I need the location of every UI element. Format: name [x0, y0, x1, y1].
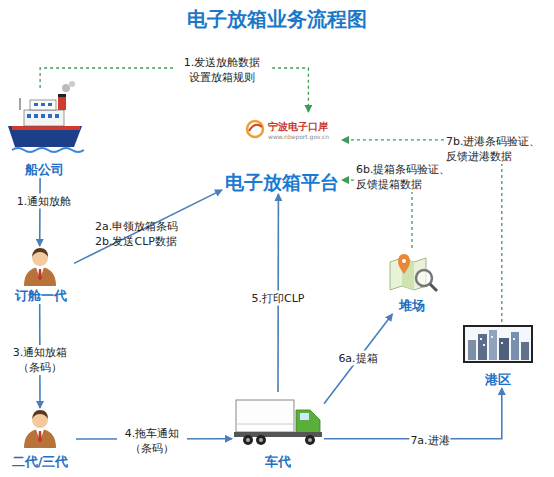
port-icon — [464, 326, 532, 362]
person-icon — [24, 410, 56, 448]
actor-node: 堆场 — [384, 248, 440, 314]
logo-text: 宁波电子口岸 — [268, 120, 328, 134]
actor-node: 车代 — [232, 392, 324, 470]
actor-node: 船公司 — [5, 88, 83, 178]
actor-node: 二代/三代 — [4, 408, 76, 470]
notice-arrow — [324, 388, 502, 439]
edge-label: 1.通知放舱 — [16, 194, 73, 209]
edge-label: 6a.提箱 — [337, 351, 378, 366]
node-label: 车代 — [265, 454, 291, 470]
edge-label: 3.通知放箱 （条码） — [5, 345, 75, 375]
edge-label: 7a.进港 — [409, 433, 450, 448]
edge-label: 7b.进港条码验证、 反馈进港数据 — [445, 134, 554, 164]
ship-icon — [8, 81, 84, 152]
node-label: 堆场 — [399, 298, 425, 314]
notice-arrow — [39, 178, 41, 246]
logo-mark — [247, 121, 263, 137]
edge-label: 5.打印CLP — [251, 291, 306, 306]
person-icon — [24, 248, 56, 286]
diagram-title: 电子放箱业务流程图 — [0, 6, 554, 33]
notice-arrow — [74, 190, 222, 264]
edge-label: 4.拖车通知 （条码） — [117, 426, 187, 456]
notice-arrow — [324, 314, 392, 404]
truck-icon — [234, 400, 322, 445]
node-label: 电子放箱平台 — [225, 170, 339, 194]
actor-node: 订舱一代 — [8, 246, 74, 304]
edge-label: 1.发送放舱数据 设置放箱规则 — [173, 55, 271, 85]
node-label: 船公司 — [25, 162, 64, 178]
actor-node: 港区 — [460, 322, 536, 388]
yard-icon — [390, 254, 437, 291]
edge-label: 6b.提箱条码验证、 反馈提箱数据 — [355, 162, 465, 192]
node-label: 二代/三代 — [12, 454, 69, 470]
logo-text: www.nbeport.gov.cn — [268, 133, 329, 140]
node-label: 订舱一代 — [15, 288, 67, 304]
data-flow-arrow — [342, 140, 502, 322]
edge-label: 2a.申领放箱条码 2b.发送CLP数据 — [95, 219, 195, 249]
node-label: 港区 — [485, 372, 511, 388]
